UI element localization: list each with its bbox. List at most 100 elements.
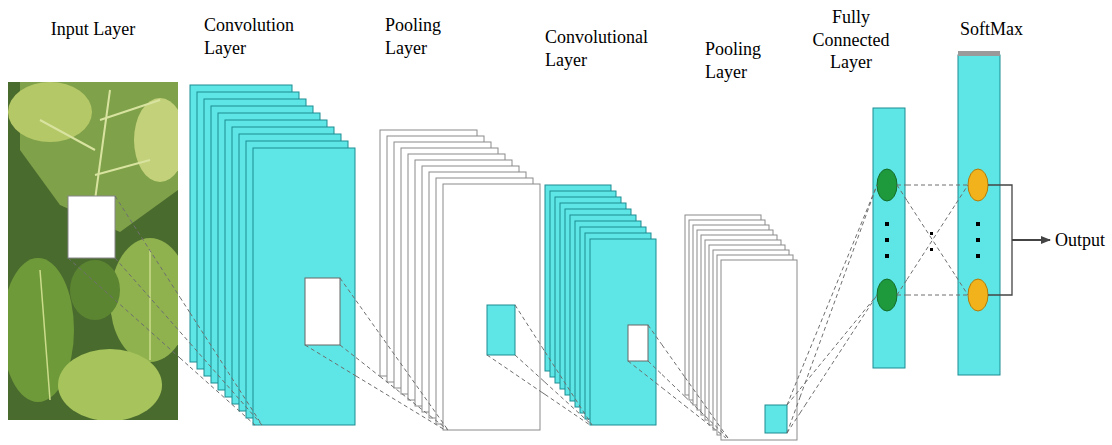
leaf (134, 98, 178, 182)
connector-line (542, 380, 545, 383)
receptive-line (340, 345, 356, 358)
pooled-map (721, 260, 797, 440)
connector-line (800, 383, 805, 389)
receptive-line (787, 397, 800, 433)
connector-line (180, 332, 190, 343)
receptive-line (115, 196, 180, 297)
dense-layer-bar (873, 108, 905, 368)
feature-map-stack (190, 85, 355, 425)
output-wire (988, 185, 1050, 295)
layer-heading: Pooling Layer (385, 14, 467, 59)
receptive-line (115, 258, 180, 332)
connector-line (180, 297, 190, 313)
receptive-line (305, 345, 356, 376)
receptive-line (787, 389, 800, 405)
softmax-bar (958, 55, 1000, 375)
neuron (877, 169, 897, 201)
connector-line (907, 201, 956, 277)
connector-line (907, 185, 956, 186)
output-arrow (1012, 239, 1050, 241)
connector-line (180, 297, 190, 367)
connector-line (542, 392, 545, 394)
layer-node: Convolutional Layer (545, 26, 662, 428)
layer-node: Convolution Layer (190, 14, 356, 426)
connector-line (662, 388, 685, 406)
receptive-line (487, 355, 542, 392)
connector-line (907, 185, 956, 295)
connector-line (800, 361, 805, 373)
output-label: Output (1055, 229, 1105, 252)
receptive-field (305, 278, 340, 345)
receptive-line (515, 305, 542, 347)
dot (930, 232, 933, 235)
dot (976, 238, 980, 242)
neuron (877, 279, 897, 311)
connectors (180, 185, 956, 413)
layer-heading: Convolution Layer (204, 14, 319, 59)
receptive-line (805, 295, 877, 383)
layer-heading: Input Layer (8, 18, 178, 41)
feature-map (253, 148, 355, 425)
receptive-line (190, 343, 262, 425)
layer-heading: Convolutional Layer (545, 26, 660, 71)
receptive-line (897, 185, 907, 201)
receptive-field (68, 196, 115, 258)
softmax-cap (958, 51, 1000, 56)
pooled-map-stack (685, 215, 797, 440)
receptive-line (340, 278, 356, 301)
leaf-vein (40, 250, 150, 400)
receptive-line (685, 397, 728, 438)
ellipsis-dots (976, 222, 980, 258)
layer-node: Fully Connected Layer (805, 6, 907, 370)
pooled-map (443, 184, 540, 430)
receptive-line (805, 185, 877, 361)
layer-node: Pooling Layer (685, 38, 800, 442)
receptive-line (545, 394, 590, 425)
receptive-line (787, 413, 800, 433)
layer-node: SoftMax (956, 18, 1042, 378)
dot (976, 222, 980, 226)
connector-line (356, 301, 380, 335)
receptive-line (956, 276, 968, 295)
leaf-vein (40, 90, 160, 200)
connector-line (800, 405, 805, 413)
receptive-line (956, 295, 968, 296)
leaf (70, 260, 120, 320)
leaf (8, 82, 92, 142)
receptive-field (765, 405, 787, 433)
receptive-line (190, 367, 255, 425)
receptive-line (956, 185, 968, 204)
dot (885, 254, 889, 258)
connector-line (800, 361, 805, 413)
connector-line (662, 345, 685, 406)
receptive-line (685, 377, 728, 438)
layer-heading: Pooling Layer (705, 38, 787, 83)
dot (976, 254, 980, 258)
connector-line (356, 358, 380, 377)
connector-line (542, 347, 545, 352)
receptive-line (545, 382, 592, 425)
dot (930, 248, 933, 251)
receptive-line (956, 185, 968, 186)
dot (885, 238, 889, 242)
receptive-line (68, 258, 180, 358)
layer-node: Input Layer (8, 18, 180, 422)
connector-line (800, 383, 805, 397)
receptive-line (190, 313, 262, 425)
connector-line (907, 204, 956, 280)
receptive-line (380, 334, 448, 430)
output-wire (988, 185, 1012, 295)
connector-line (662, 345, 685, 378)
ellipsis-dots (885, 222, 933, 258)
dot (885, 222, 889, 226)
receptive-line (515, 355, 542, 380)
receptive-line (897, 295, 907, 296)
receptive-line (685, 406, 726, 438)
leaf-photo (8, 82, 178, 420)
connector-line (180, 358, 190, 367)
feature-map-stack (545, 185, 656, 425)
receptive-line (787, 373, 800, 405)
receptive-lines (68, 185, 968, 438)
receptive-line (805, 295, 877, 405)
